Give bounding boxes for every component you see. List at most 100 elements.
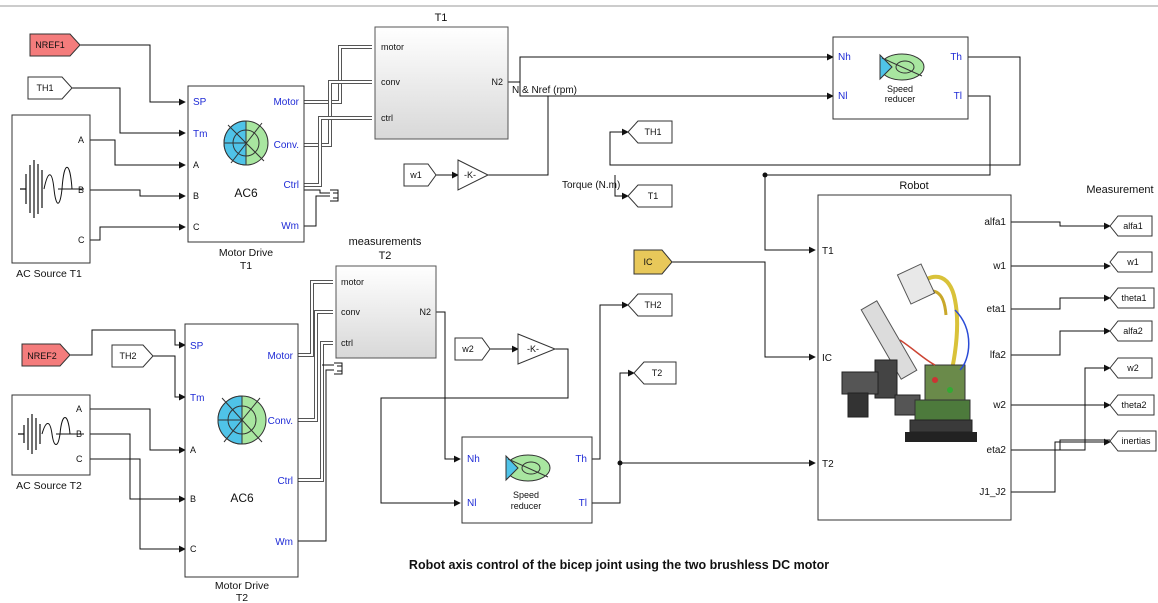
- ac-source-t1-caption: AC Source T1: [16, 268, 82, 280]
- speed-reducer-top-caption-line1: Speed: [887, 84, 913, 94]
- wire-label-torque: Torque (N.m): [562, 180, 620, 191]
- robot-port-w2: w2: [992, 400, 1006, 411]
- goto-t2-out[interactable]: T2: [634, 362, 676, 384]
- subsystem-t2-title-line2: T2: [379, 250, 392, 262]
- speed-reducer-top-port-th: Th: [950, 52, 962, 63]
- svg-text:w2: w2: [1126, 363, 1139, 373]
- motor-drive-t1-port-wm: Wm: [281, 221, 299, 232]
- robot-port-theta2: eta2: [987, 445, 1007, 456]
- motor-drive-t2-port-c: C: [190, 544, 197, 554]
- motor-drive-t1[interactable]: SP Tm A B C Motor Conv. Ctrl Wm AC6 Moto…: [188, 86, 304, 272]
- motor-drive-t1-port-ctrl: Ctrl: [283, 180, 299, 191]
- svg-text:-K-: -K-: [527, 344, 539, 354]
- motor-drive-t2-port-motor: Motor: [267, 351, 293, 362]
- ac-source-t1-port-b: B: [78, 185, 84, 195]
- goto-nref1[interactable]: NREF1: [30, 34, 80, 56]
- measurement-tag-w1[interactable]: w1: [1110, 252, 1152, 272]
- ac-source-t2-port-b: B: [76, 429, 82, 439]
- svg-text:theta1: theta1: [1121, 293, 1146, 303]
- wire-label-n-nref: N & Nref (rpm): [512, 85, 577, 96]
- gain-w1[interactable]: -K-: [458, 160, 488, 190]
- measurement-tag-theta2[interactable]: theta2: [1110, 395, 1154, 415]
- measurement-tag-alfa2[interactable]: alfa2: [1110, 321, 1152, 341]
- from-w2[interactable]: w2: [455, 338, 490, 360]
- goto-th1-out[interactable]: TH1: [628, 121, 672, 143]
- subsystem-t1[interactable]: T1 motor conv ctrl N2: [375, 12, 508, 139]
- diagram-caption: Robot axis control of the bicep joint us…: [409, 558, 829, 572]
- svg-text:TH2: TH2: [119, 351, 136, 361]
- robot-port-w1: w1: [992, 261, 1006, 272]
- ac-source-t1-port-c: C: [78, 235, 85, 245]
- speed-reducer-bottom-gear-icon: [506, 455, 550, 481]
- robot-port-t1: T1: [822, 246, 834, 257]
- ac-source-t2-port-c: C: [76, 454, 83, 464]
- motor-drive-t2-name: AC6: [230, 491, 254, 505]
- motor-drive-t1-caption-line2: T1: [240, 260, 252, 272]
- svg-text:NREF2: NREF2: [27, 351, 57, 361]
- motor-drive-t2-port-ctrl: Ctrl: [277, 476, 293, 487]
- motor-drive-t1-port-a: A: [193, 160, 199, 170]
- robot-port-theta1: eta1: [987, 304, 1007, 315]
- svg-text:w1: w1: [1126, 257, 1139, 267]
- svg-text:IC: IC: [644, 257, 654, 267]
- motor-drive-t2-caption-line1: Motor Drive: [215, 580, 269, 592]
- svg-text:T1: T1: [648, 191, 659, 201]
- speed-reducer-bottom-caption-line2: reducer: [511, 501, 542, 511]
- robot-port-j1-j2: J1_J2: [979, 487, 1006, 498]
- svg-text:-K-: -K-: [464, 170, 476, 180]
- speed-reducer-top[interactable]: Nh Nl Th Tl Speed reducer: [833, 37, 968, 119]
- robot-port-t2: T2: [822, 459, 834, 470]
- ac-source-t2[interactable]: A B C AC Source T2: [12, 395, 90, 492]
- ac-source-t2-caption: AC Source T2: [16, 480, 82, 492]
- svg-text:TH1: TH1: [36, 83, 53, 93]
- goto-th1-in[interactable]: TH1: [28, 77, 72, 99]
- subsystem-t2-port-conv: conv: [341, 307, 361, 317]
- subsystem-t1-port-ctrl: ctrl: [381, 113, 393, 123]
- measurement-tag-inertias[interactable]: inertias: [1110, 431, 1156, 451]
- svg-text:T2: T2: [652, 368, 663, 378]
- svg-text:w1: w1: [409, 170, 422, 180]
- measurement-tag-w2[interactable]: w2: [1110, 358, 1152, 378]
- motor-drive-t1-port-conv: Conv.: [274, 140, 299, 151]
- goto-th2-out[interactable]: TH2: [628, 294, 672, 316]
- motor-drive-t2-port-tm: Tm: [190, 393, 204, 404]
- speed-reducer-top-gear-icon: [880, 54, 924, 80]
- svg-text:NREF1: NREF1: [35, 40, 65, 50]
- motor-drive-t2-port-sp: SP: [190, 341, 204, 352]
- subsystem-t1-port-motor: motor: [381, 42, 404, 52]
- ac-source-t2-port-a: A: [76, 404, 82, 414]
- gain-w2[interactable]: -K-: [518, 334, 555, 364]
- speed-reducer-bottom-caption-line1: Speed: [513, 490, 539, 500]
- terminator-t2: [334, 363, 342, 374]
- motor-drive-t2[interactable]: SP Tm A B C Motor Conv. Ctrl Wm AC6 Moto…: [185, 324, 298, 603]
- svg-text:alfa1: alfa1: [1123, 221, 1143, 231]
- subsystem-t1-port-conv: conv: [381, 77, 401, 87]
- motor-drive-t1-port-tm: Tm: [193, 129, 207, 140]
- speed-reducer-bottom-port-nh: Nh: [467, 454, 480, 465]
- goto-t1-out[interactable]: T1: [628, 185, 672, 207]
- measurement-tag-theta1[interactable]: theta1: [1110, 288, 1154, 308]
- motor-drive-t2-port-wm: Wm: [275, 537, 293, 548]
- speed-reducer-top-port-nh: Nh: [838, 52, 851, 63]
- robot-port-ic: IC: [822, 353, 832, 364]
- subsystem-t2[interactable]: measurements T2 motor conv ctrl N2: [336, 236, 436, 358]
- goto-nref2[interactable]: NREF2: [22, 344, 70, 366]
- motor-drive-t2-caption-line2: T2: [236, 592, 248, 603]
- speed-reducer-top-caption-line2: reducer: [885, 94, 916, 104]
- ac-source-t1-port-a: A: [78, 135, 84, 145]
- robot-block[interactable]: Robot T1 IC T2 alfa1 w1 eta1 lfa2 w2 eta…: [818, 180, 1011, 520]
- from-w1[interactable]: w1: [404, 164, 436, 186]
- measurement-tag-alfa1[interactable]: alfa1: [1110, 216, 1152, 236]
- ac-source-t1[interactable]: A B C AC Source T1: [12, 115, 90, 280]
- goto-th2-in[interactable]: TH2: [112, 345, 153, 367]
- subsystem-t2-port-n2: N2: [419, 307, 431, 317]
- speed-reducer-bottom[interactable]: Nh Nl Th Tl Speed reducer: [462, 437, 592, 523]
- motor-drive-t1-port-c: C: [193, 222, 200, 232]
- from-ic[interactable]: IC: [634, 250, 672, 274]
- motor-drive-t2-motor-icon: [218, 396, 266, 444]
- svg-text:inertias: inertias: [1121, 436, 1151, 446]
- svg-text:w2: w2: [461, 344, 474, 354]
- speed-reducer-bottom-port-th: Th: [575, 454, 587, 465]
- motor-drive-t2-port-a: A: [190, 445, 196, 455]
